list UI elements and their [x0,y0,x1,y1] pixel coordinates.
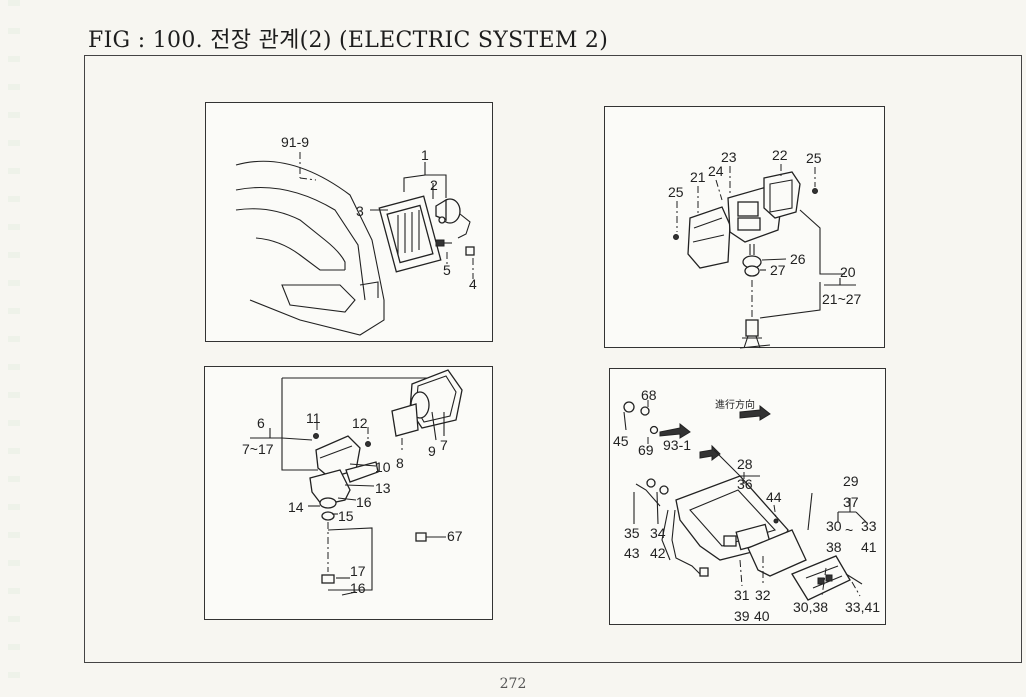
label-16-lower: 16 [350,580,366,596]
label-direction: 進行方向 [715,398,755,411]
label-13: 13 [375,480,391,496]
label-26: 26 [790,251,806,267]
label-93-1: 93-1 [663,437,691,453]
label-45: 45 [613,433,629,449]
label-35: 35 [624,525,640,541]
label-25-left: 25 [668,184,684,200]
label-21-27: 21~27 [822,291,862,307]
label-37: 37 [843,494,859,510]
label-6: 6 [257,415,265,431]
label-69: 69 [638,442,654,458]
label-22: 22 [772,147,788,163]
page-number: 272 [499,676,527,692]
label-32: 32 [755,587,771,603]
label-30: 30 [826,518,842,534]
side-lamp-group: 21 23 22 25 24 25 26 27 20 21~27 [668,147,862,349]
label-14: 14 [288,499,304,515]
label-43: 43 [624,545,640,561]
label-5: 5 [443,262,451,278]
label-38: 38 [826,539,842,555]
label-40: 40 [754,608,770,624]
label-21: 21 [690,169,706,185]
rear-lamp-group: 68 45 69 93-1 28 36 44 29 37 30 ~ 33 38 … [613,387,880,624]
label-3: 3 [356,203,364,219]
label-11: 11 [306,410,321,426]
label-44: 44 [766,489,782,505]
scan-edge-artifact [8,0,20,697]
label-20: 20 [840,264,856,280]
label-28: 28 [737,456,753,472]
label-33-41: 33,41 [845,599,880,615]
label-15: 15 [338,508,354,524]
label-39: 39 [734,608,750,624]
label-8: 8 [396,455,404,471]
page-title: FIG : 100. 전장 관계(2) (ELECTRIC SYSTEM 2) [88,28,609,53]
label-2: 2 [430,177,438,193]
label-91-9: 91-9 [281,134,309,150]
label-1: 1 [421,147,429,163]
turn-lamp-group: 6 7~17 11 12 10 13 16 14 15 8 9 7 67 17 … [242,369,463,596]
headlamp-group: 91-9 1 2 3 5 4 [235,134,477,336]
label-24: 24 [708,163,724,179]
figure-frame [84,55,1022,663]
label-36: 36 [737,476,753,492]
label-10: 10 [375,459,391,475]
label-tilde: ~ [845,522,853,538]
label-25-top: 25 [806,150,822,166]
label-17: 17 [350,563,366,579]
label-68: 68 [641,387,657,403]
label-42: 42 [650,545,666,561]
label-67: 67 [447,528,463,544]
label-9: 9 [428,443,436,459]
label-16-upper: 16 [356,494,372,510]
label-7-17: 7~17 [242,441,274,457]
label-27: 27 [770,262,786,278]
label-12: 12 [352,415,368,431]
label-41: 41 [861,539,877,555]
label-34: 34 [650,525,666,541]
label-23: 23 [721,149,737,165]
label-30-38: 30,38 [793,599,828,615]
label-4: 4 [469,276,477,292]
label-29: 29 [843,473,859,489]
label-7: 7 [440,437,448,453]
label-33: 33 [861,518,877,534]
label-31: 31 [734,587,750,603]
